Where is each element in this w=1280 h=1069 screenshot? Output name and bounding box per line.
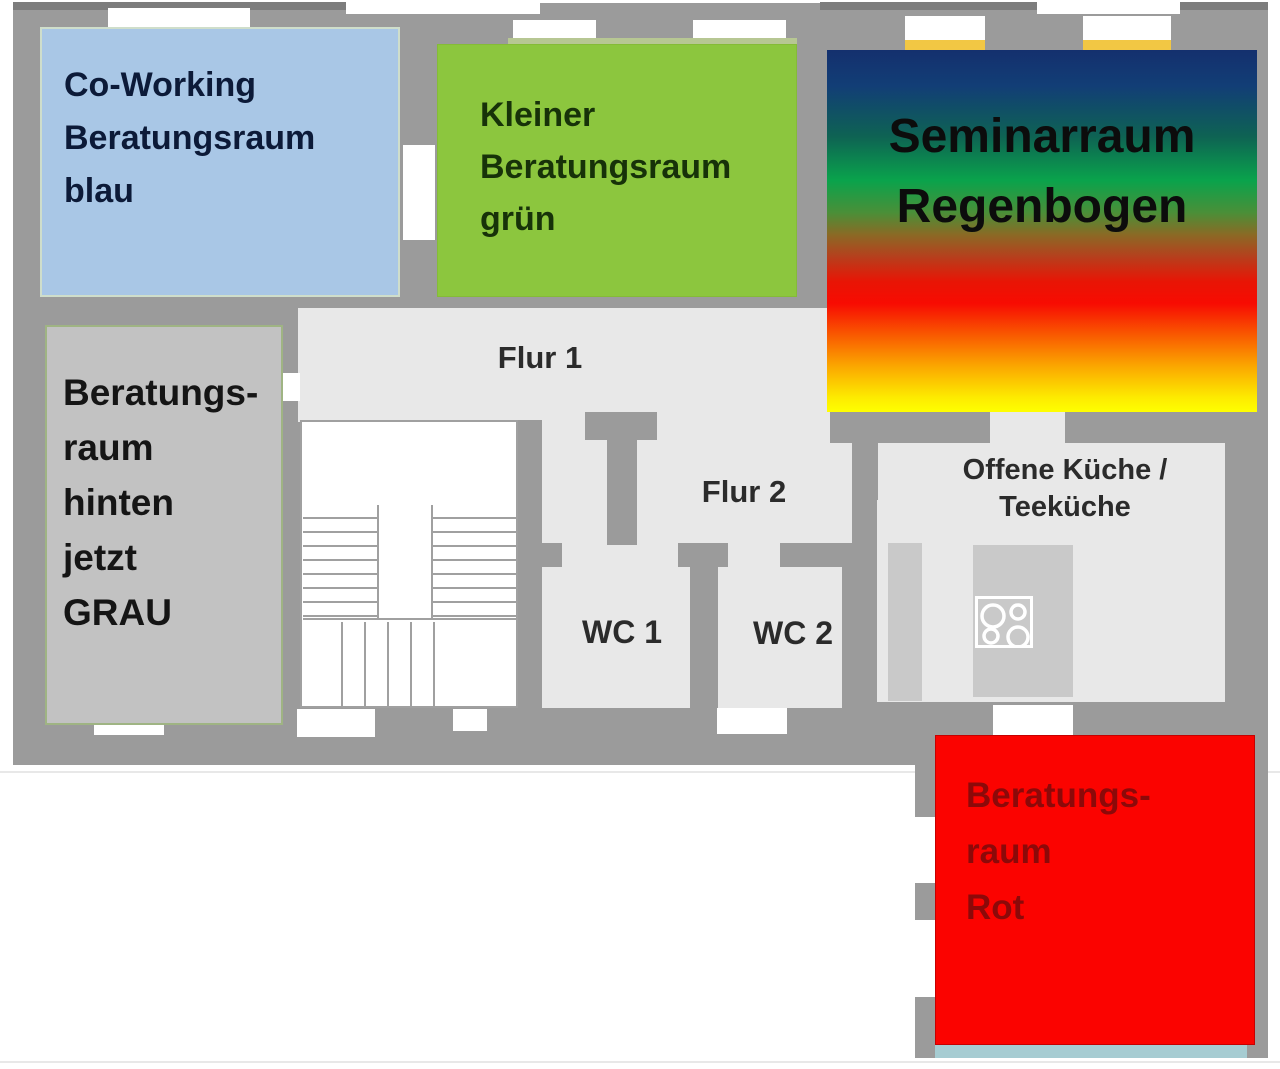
roofline-strip (820, 2, 1037, 10)
room-label-line: hinten (63, 482, 174, 523)
room-box-regenbogen: Seminarraum Regenbogen (827, 50, 1257, 412)
facade-notch (346, 0, 540, 14)
window (915, 817, 935, 883)
room-label-line: Seminarraum (888, 110, 1196, 163)
door-opening (403, 145, 435, 240)
window-sill (905, 40, 985, 52)
room-label-line: Beratungsraum (480, 148, 732, 186)
roofline-strip (1180, 2, 1268, 10)
interior-wall (690, 567, 718, 708)
label-wc-1: WC 1 (582, 614, 662, 650)
window-sill (1083, 40, 1171, 52)
room-label-line: grün (480, 200, 556, 238)
room-label-line: Co-Working (64, 66, 257, 104)
floor-wc-2 (718, 565, 842, 708)
interior-wall (852, 412, 878, 500)
kitchen-island (973, 545, 1073, 697)
window (1083, 16, 1171, 40)
window (453, 709, 487, 731)
room-box-blau: Co-Working Beratungsraum blau (40, 27, 400, 297)
room-label-line: Beratungsraum (64, 119, 316, 157)
room-label-line: Kleiner (480, 96, 596, 134)
label-kitchen: Offene Küche / Teeküche (963, 452, 1168, 526)
room-label-line: Beratungs- (966, 776, 1151, 815)
interior-wall (842, 543, 877, 708)
balcony-strip (935, 1045, 1247, 1058)
ruled-line (0, 1061, 1280, 1063)
floor-wc-1 (542, 565, 690, 708)
facade-notch (1037, 0, 1180, 14)
door-gap-wc1 (562, 543, 607, 567)
stair-flight-right (433, 505, 516, 620)
interior-wall (607, 440, 637, 545)
window (905, 16, 985, 40)
floor-flur-1 (298, 308, 830, 422)
door-gap-wc2 (728, 543, 780, 567)
window-sill (508, 38, 797, 46)
room-label-line: Regenbogen (896, 180, 1188, 233)
stair-center-stringer (377, 505, 433, 620)
window (297, 709, 375, 737)
stair-railing (320, 622, 435, 706)
room-label-line: jetzt (63, 537, 137, 578)
room-label-line: Beratungs- (63, 372, 259, 413)
door-gap-kitchen (990, 412, 1065, 443)
label-kitchen-line1: Offene Küche / (962, 454, 1168, 486)
stair-landing-line (303, 618, 516, 620)
label-flur-2: Flur 2 (701, 474, 787, 509)
door-opening (283, 373, 300, 401)
interior-wall (678, 543, 728, 567)
interior-wall (585, 412, 657, 440)
label-wc-2: WC 2 (753, 615, 833, 651)
door-opening (717, 708, 787, 734)
room-box-grau: Beratungs- raum hinten jetzt GRAU (45, 325, 283, 725)
kitchen-counter (888, 543, 922, 701)
room-label-line: GRAU (63, 592, 172, 633)
room-label-line: raum (63, 427, 154, 468)
window (513, 20, 596, 38)
ruled-line (0, 771, 1280, 773)
annex-wall-left (915, 765, 935, 1058)
roofline-strip (13, 2, 346, 10)
label-kitchen-line2: Teeküche (999, 491, 1131, 523)
stove-icon (975, 596, 1033, 648)
window (693, 20, 786, 38)
label-flur-1: Flur 1 (497, 340, 583, 375)
door-opening (993, 705, 1073, 737)
stair-flight-left (303, 505, 377, 620)
room-label-line: raum (966, 832, 1052, 871)
room-label-line: Rot (966, 888, 1025, 927)
room-box-gruen: Kleiner Beratungsraum grün (437, 44, 797, 297)
interior-wall (515, 543, 562, 567)
room-box-rot: Beratungs- raum Rot (935, 735, 1255, 1045)
room-label-line: blau (64, 172, 134, 210)
window (915, 920, 935, 997)
